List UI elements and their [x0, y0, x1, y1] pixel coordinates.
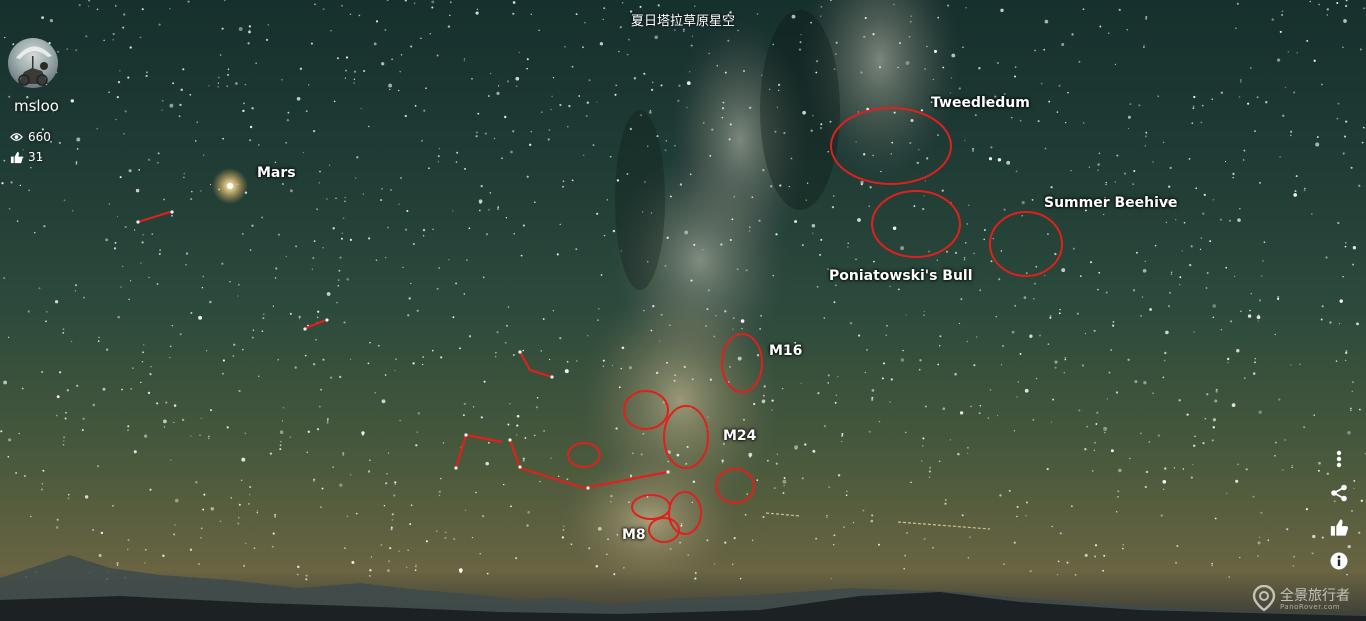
label-poniatowski: Poniatowski's Bull	[829, 268, 973, 284]
info-button[interactable]	[1328, 552, 1350, 574]
constellation-nodes	[136, 210, 670, 490]
circle-m8	[648, 517, 680, 543]
location-pin-icon	[1252, 584, 1276, 615]
label-tweedledum: Tweedledum	[931, 95, 1030, 111]
object-circles	[567, 107, 1063, 543]
brand-logo[interactable]: 全景旅行者 PanoRover.com	[1252, 584, 1350, 615]
brand-name: 全景旅行者	[1280, 588, 1350, 604]
views-stat: 660	[10, 130, 51, 144]
pano-title: 夏日塔拉草原星空	[630, 14, 735, 29]
circle-tweedledum	[830, 107, 952, 185]
circle-poniatowski	[871, 190, 961, 258]
label-summer-beehive: Summer Beehive	[1044, 195, 1178, 211]
eye-icon	[10, 132, 23, 142]
circle-m24	[663, 405, 709, 469]
mountain-silhouette	[0, 555, 1366, 621]
views-count: 660	[28, 130, 51, 144]
circle-5	[668, 491, 702, 535]
milky-way	[560, 0, 960, 590]
mars-glow	[212, 168, 248, 204]
circle-summer-beehive	[989, 211, 1063, 277]
star-field	[0, 0, 1366, 581]
right-toolbar	[1328, 450, 1350, 586]
info-icon	[1330, 552, 1348, 574]
label-mars: Mars	[257, 165, 296, 181]
thumbs-up-icon	[1329, 518, 1349, 541]
circle-3	[715, 468, 755, 504]
label-m16: M16	[769, 343, 803, 359]
author-name[interactable]: msloo	[14, 97, 59, 115]
circle-1	[623, 390, 669, 430]
likes-count: 31	[28, 150, 44, 164]
brand-domain: PanoRover.com	[1280, 603, 1341, 611]
constellation-lines	[137, 210, 669, 490]
thumbs-up-icon	[10, 151, 23, 164]
label-m8: M8	[622, 527, 646, 543]
circle-m16	[721, 333, 763, 393]
label-m24: M24	[723, 428, 757, 444]
author-panel[interactable]: msloo	[8, 38, 68, 115]
avatar[interactable]	[8, 38, 58, 88]
more-menu-button[interactable]	[1328, 450, 1350, 472]
like-button[interactable]	[1328, 518, 1350, 540]
share-button[interactable]	[1328, 484, 1350, 506]
more-vertical-icon	[1336, 450, 1342, 472]
circle-2	[567, 442, 601, 468]
share-icon	[1330, 484, 1348, 506]
satellite-trails	[765, 512, 991, 530]
likes-stat: 31	[10, 150, 43, 164]
